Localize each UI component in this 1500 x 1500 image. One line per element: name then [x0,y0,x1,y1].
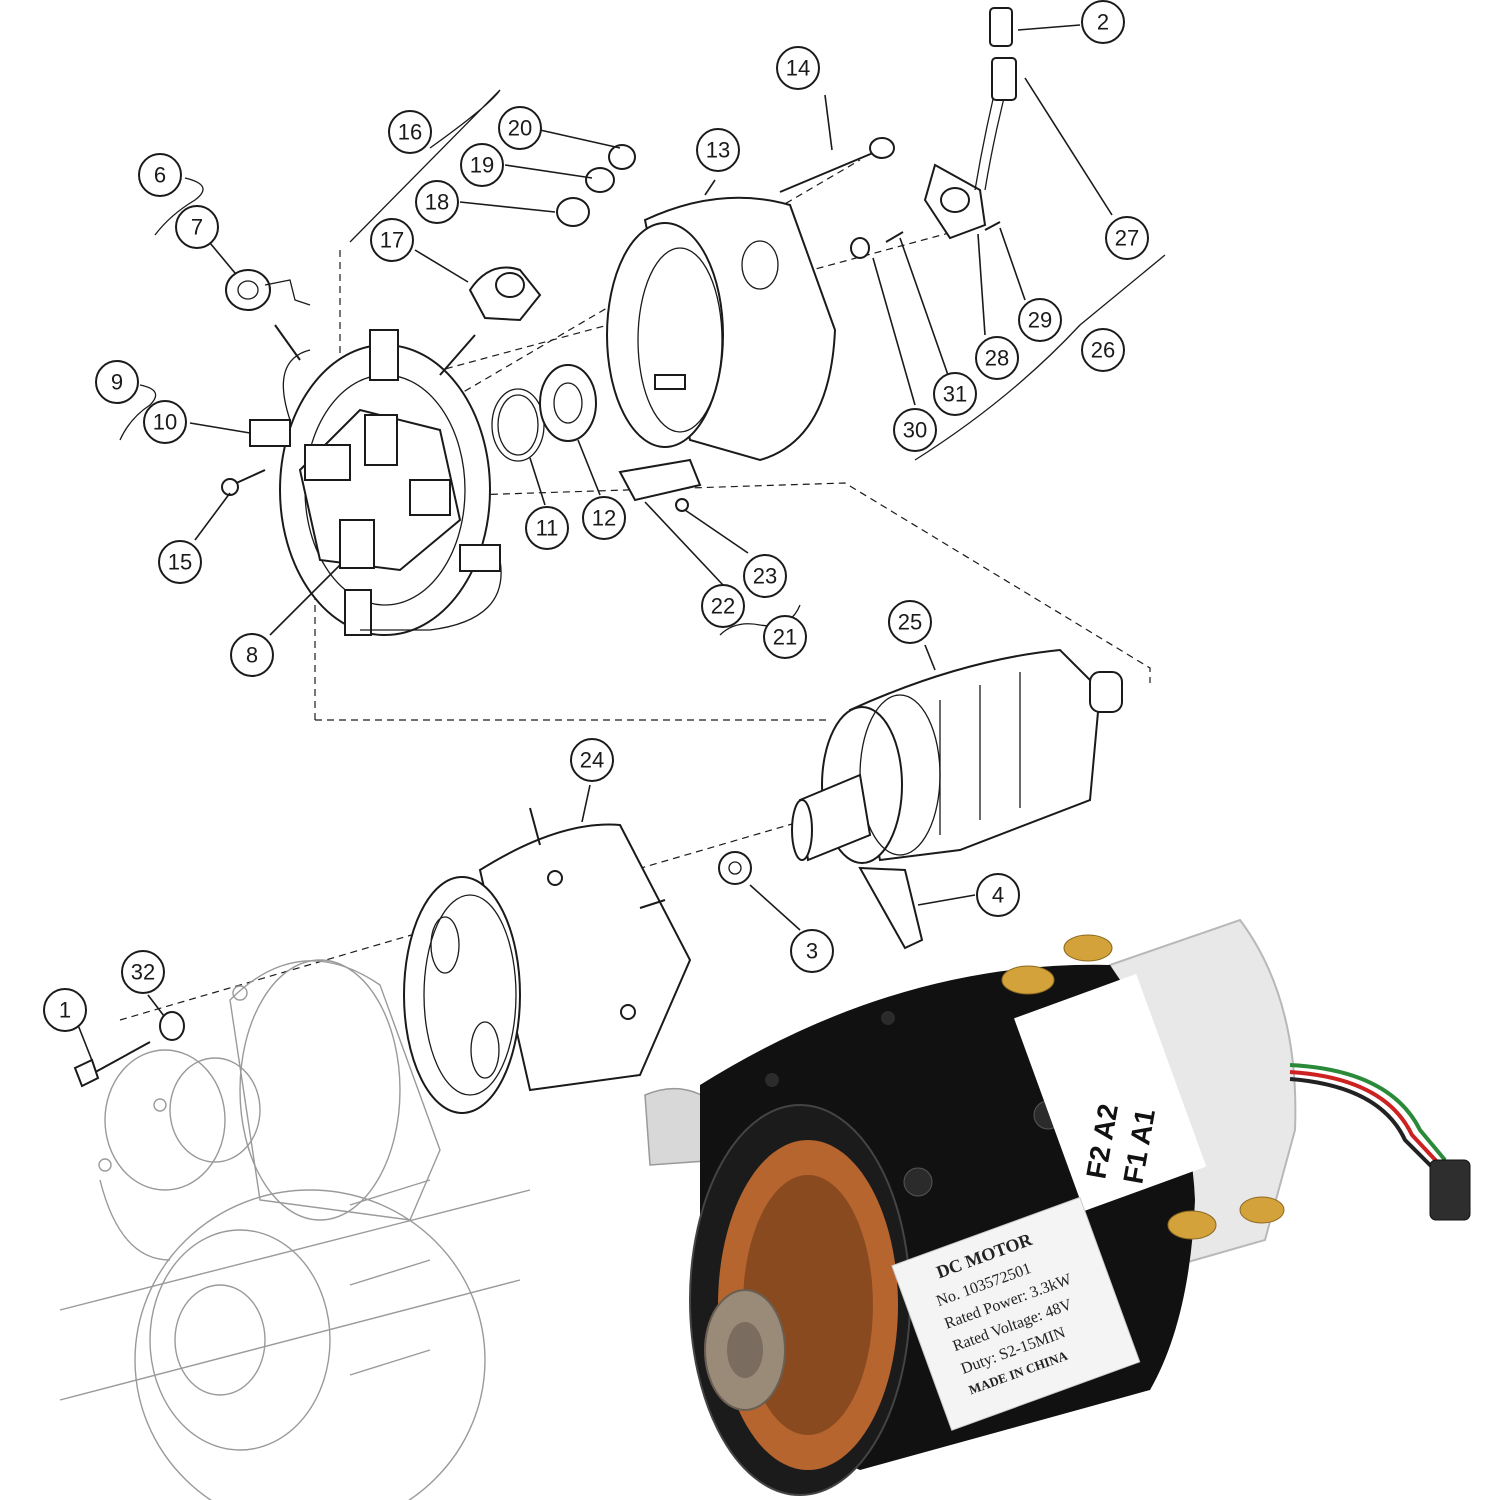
callout-number: 6 [154,163,166,188]
callout-30: 30 [893,408,937,452]
callout-16: 16 [388,110,432,154]
callout-number: 20 [508,116,532,141]
callout-17: 17 [370,218,414,262]
callout-11: 11 [525,506,569,550]
callout-number: 8 [246,643,258,668]
snap-ring [491,388,545,462]
callout-number: 1 [59,998,71,1023]
callout-31: 31 [933,372,977,416]
callout-number: 27 [1115,226,1139,251]
callout-number: 14 [786,56,810,81]
through-bolt [779,137,895,193]
spring-bracket [225,269,311,311]
brushes [249,329,502,636]
callout-number: 9 [111,370,123,395]
transaxle-outline [59,959,531,1500]
callout-number: 16 [398,120,422,145]
callout-28: 28 [975,336,1019,380]
group-brackets [119,89,1166,636]
callout-number: 10 [153,410,177,435]
callout-4: 4 [976,873,1020,917]
callout-24: 24 [570,738,614,782]
screws [221,324,476,496]
nameplate: DC MOTOR No. 103572501 Rated Power: 3.3k… [891,1196,1141,1431]
callout-29: 29 [1018,298,1062,342]
callout-32: 32 [121,950,165,994]
callout-number: 3 [806,939,818,964]
callout-2: 2 [1081,0,1125,44]
callout-21: 21 [763,615,807,659]
callout-6: 6 [138,153,182,197]
leader-lines [77,24,1113,1064]
callout-number: 29 [1028,308,1052,333]
callout-7: 7 [175,205,219,249]
callout-number: 17 [380,228,404,253]
brush-plate [279,344,491,636]
terminal-stud [468,266,542,322]
callout-1: 1 [43,988,87,1032]
nut-washer-stack [556,144,636,227]
callout-number: 15 [168,550,192,575]
callout-number: 2 [1097,10,1109,35]
field-frame [403,807,692,1114]
callout-number: 28 [985,346,1009,371]
callout-number: 22 [711,594,735,619]
callout-12: 12 [582,496,626,540]
callout-26: 26 [1081,328,1125,372]
callout-number: 13 [706,138,730,163]
callout-number: 23 [753,564,777,589]
mounting-bolt [73,1011,185,1088]
callout-20: 20 [498,106,542,150]
callout-number: 24 [580,748,604,773]
bearing [539,364,597,442]
callout-number: 19 [470,153,494,178]
callout-25: 25 [888,600,932,644]
callout-18: 18 [415,180,459,224]
callout-number: 7 [191,215,203,240]
callout-9: 9 [95,360,139,404]
end-housing [606,196,837,462]
callout-3: 3 [790,929,834,973]
callout-number: 4 [992,883,1004,908]
callout-number: 11 [536,516,559,541]
callout-number: 18 [425,190,449,215]
callout-13: 13 [696,128,740,172]
callout-number: 12 [592,506,616,531]
callout-22: 22 [701,584,745,628]
callout-14: 14 [776,46,820,90]
callout-number: 26 [1091,338,1115,363]
callout-19: 19 [460,143,504,187]
callout-8: 8 [230,633,274,677]
callout-number: 31 [943,382,967,407]
callout-number: 32 [131,960,155,985]
callout-number: 21 [773,625,797,650]
callout-number: 25 [898,610,922,635]
grease-tube [858,866,924,950]
callout-23: 23 [743,554,787,598]
callout-15: 15 [158,540,202,584]
pinion-gear [718,851,752,885]
brush-bracket [618,458,702,512]
speed-sensor [850,7,1017,259]
armature [791,648,1123,864]
callout-number: 30 [903,418,927,443]
callout-10: 10 [143,400,187,444]
callout-27: 27 [1105,216,1149,260]
